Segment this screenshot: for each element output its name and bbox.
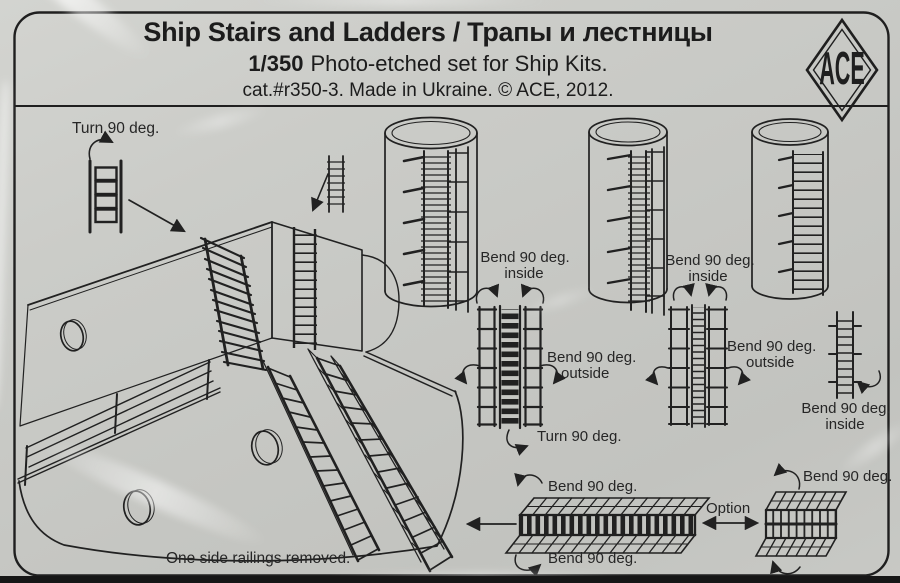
hull-drawing bbox=[17, 319, 464, 562]
label-bend-outside-center-2: outside bbox=[561, 365, 610, 382]
label-bend-inside-right-2: inside bbox=[688, 268, 728, 285]
turn-piece-pointer-arrow bbox=[128, 199, 186, 233]
stairway-plain-drawing bbox=[262, 360, 381, 563]
cylinder-1-drawing bbox=[384, 116, 478, 313]
label-bend-outside-right-1: Bend 90 deg. bbox=[727, 338, 817, 355]
flat-piece-3-drawing bbox=[828, 311, 882, 399]
flat-piece-2-drawing bbox=[645, 283, 751, 428]
bend-curl-arrow bbox=[672, 283, 695, 301]
turn-curl-arrow bbox=[506, 429, 529, 456]
label-bend-inside-center-2: inside bbox=[504, 265, 544, 282]
label-bend-outside-right-2: outside bbox=[746, 354, 795, 371]
bend-curl-arrow bbox=[856, 370, 882, 395]
cylinder-2-drawing bbox=[588, 117, 668, 316]
bend-curl-arrow bbox=[514, 554, 542, 578]
subtitle-text: Photo-etched set for Ship Kits. bbox=[310, 51, 608, 76]
label-bend-option-piece: Bend 90 deg. bbox=[803, 468, 893, 485]
label-bend-stair-top: Bend 90 deg. bbox=[548, 478, 638, 495]
label-option: Option bbox=[706, 500, 751, 517]
bend-curl-arrow bbox=[645, 366, 669, 386]
turn-curl-arrow bbox=[88, 130, 114, 160]
label-bend-inside-far-right-1: Bend 90 deg. bbox=[801, 400, 891, 417]
flat-piece-1-drawing bbox=[454, 283, 566, 456]
corner-ladder-drawing bbox=[292, 227, 317, 350]
turn-piece-drawing bbox=[88, 130, 186, 234]
label-railings-note: One side railings removed. bbox=[166, 550, 351, 567]
bend-curl-arrow bbox=[539, 364, 566, 385]
stair-strip-long-drawing bbox=[465, 473, 711, 578]
label-bend-inside-right-1: Bend 90 deg. bbox=[665, 252, 755, 269]
bend-curl-arrow bbox=[705, 283, 728, 301]
label-bend-inside-center-1: Bend 90 deg. bbox=[480, 249, 570, 266]
label-bend-outside-center-1: Bend 90 deg. bbox=[547, 349, 637, 366]
bend-curl-arrow bbox=[514, 473, 543, 487]
mini-ladder-pointer-arrow bbox=[311, 173, 329, 212]
scale-text: 1/350 bbox=[248, 51, 304, 76]
superstructure-drawing bbox=[19, 221, 400, 427]
stairway-railed-drawing bbox=[307, 348, 454, 573]
bend-curl-arrow bbox=[454, 364, 481, 385]
bend-curl-arrow bbox=[770, 560, 801, 575]
catalog-line: cat.#r350-3. Made in Ukraine. © ACE, 201… bbox=[242, 80, 614, 101]
cylinder-3-drawing bbox=[751, 118, 829, 300]
bend-curl-arrow bbox=[520, 283, 545, 304]
ace-logo: ACE bbox=[805, 17, 879, 123]
bend-curl-arrow bbox=[773, 462, 801, 490]
stair-strip-short-drawing bbox=[754, 462, 848, 575]
mini-ladder-drawing bbox=[311, 155, 345, 213]
label-bend-stair-bottom: Bend 90 deg. bbox=[548, 550, 638, 567]
label-turn-90-topleft: Turn 90 deg. bbox=[72, 120, 160, 137]
photo-bottom-edge bbox=[0, 576, 900, 583]
wall-ladder-drawing bbox=[199, 236, 268, 372]
bend-curl-arrow bbox=[475, 283, 500, 304]
sheet-title: Ship Stairs and Ladders / Трапы и лестни… bbox=[143, 17, 713, 47]
ace-logo-text: ACE bbox=[819, 42, 865, 95]
bend-curl-arrow bbox=[727, 366, 751, 386]
label-bend-inside-far-right-2: inside bbox=[825, 416, 865, 433]
sheet-frame bbox=[13, 11, 890, 577]
label-turn-90-center: Turn 90 deg. bbox=[537, 428, 622, 445]
